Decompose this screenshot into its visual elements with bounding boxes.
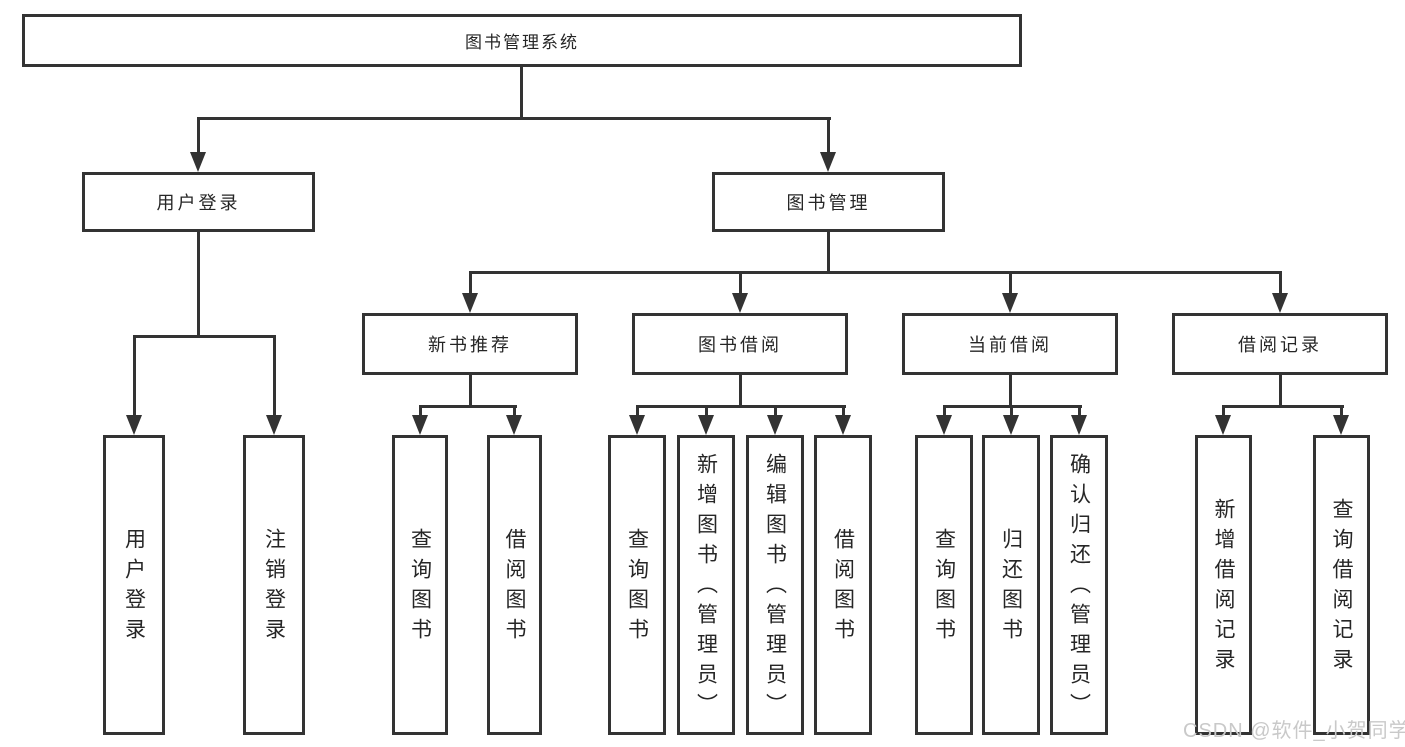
- arrow-down-icon: [936, 415, 952, 435]
- leaf-borrow-books-recommend: 借阅图书: [487, 435, 542, 735]
- arrow-down-icon: [190, 152, 206, 172]
- leaf-add-books-admin: 新增图书（管理员）: [677, 435, 735, 735]
- arrow-down-icon: [1215, 415, 1231, 435]
- node-new-book-recommendation: 新书推荐: [362, 313, 578, 375]
- node-book-borrowing: 图书借阅: [632, 313, 848, 375]
- arrow-down-icon: [1272, 293, 1288, 313]
- node-user-login: 用户登录: [82, 172, 315, 232]
- arrow-down-icon: [1003, 415, 1019, 435]
- leaf-borrow-books: 借阅图书: [814, 435, 872, 735]
- arrow-down-icon: [412, 415, 428, 435]
- arrow-down-icon: [767, 415, 783, 435]
- leaf-edit-books-admin: 编辑图书（管理员）: [746, 435, 804, 735]
- arrow-down-icon: [820, 152, 836, 172]
- leaf-logout: 注销登录: [243, 435, 305, 735]
- arrow-down-icon: [732, 293, 748, 313]
- arrow-down-icon: [629, 415, 645, 435]
- leaf-query-borrow-record: 查询借阅记录: [1313, 435, 1370, 735]
- arrow-down-icon: [266, 415, 282, 435]
- node-root-book-management-system: 图书管理系统: [22, 14, 1022, 67]
- arrow-down-icon: [1333, 415, 1349, 435]
- leaf-return-books: 归还图书: [982, 435, 1040, 735]
- node-current-borrowing: 当前借阅: [902, 313, 1118, 375]
- leaf-query-books-current: 查询图书: [915, 435, 973, 735]
- arrow-down-icon: [835, 415, 851, 435]
- arrow-down-icon: [506, 415, 522, 435]
- arrow-down-icon: [1002, 293, 1018, 313]
- leaf-query-books-borrow: 查询图书: [608, 435, 666, 735]
- watermark: CSDN @软件_小贺同学: [1183, 720, 1405, 742]
- arrow-down-icon: [126, 415, 142, 435]
- leaf-add-borrow-record: 新增借阅记录: [1195, 435, 1252, 735]
- node-book-management: 图书管理: [712, 172, 945, 232]
- arrow-down-icon: [698, 415, 714, 435]
- leaf-confirm-return-admin: 确认归还（管理员）: [1050, 435, 1108, 735]
- arrow-down-icon: [462, 293, 478, 313]
- node-borrowing-records: 借阅记录: [1172, 313, 1388, 375]
- leaf-query-books-recommend: 查询图书: [392, 435, 448, 735]
- leaf-user-login: 用户登录: [103, 435, 165, 735]
- arrow-down-icon: [1071, 415, 1087, 435]
